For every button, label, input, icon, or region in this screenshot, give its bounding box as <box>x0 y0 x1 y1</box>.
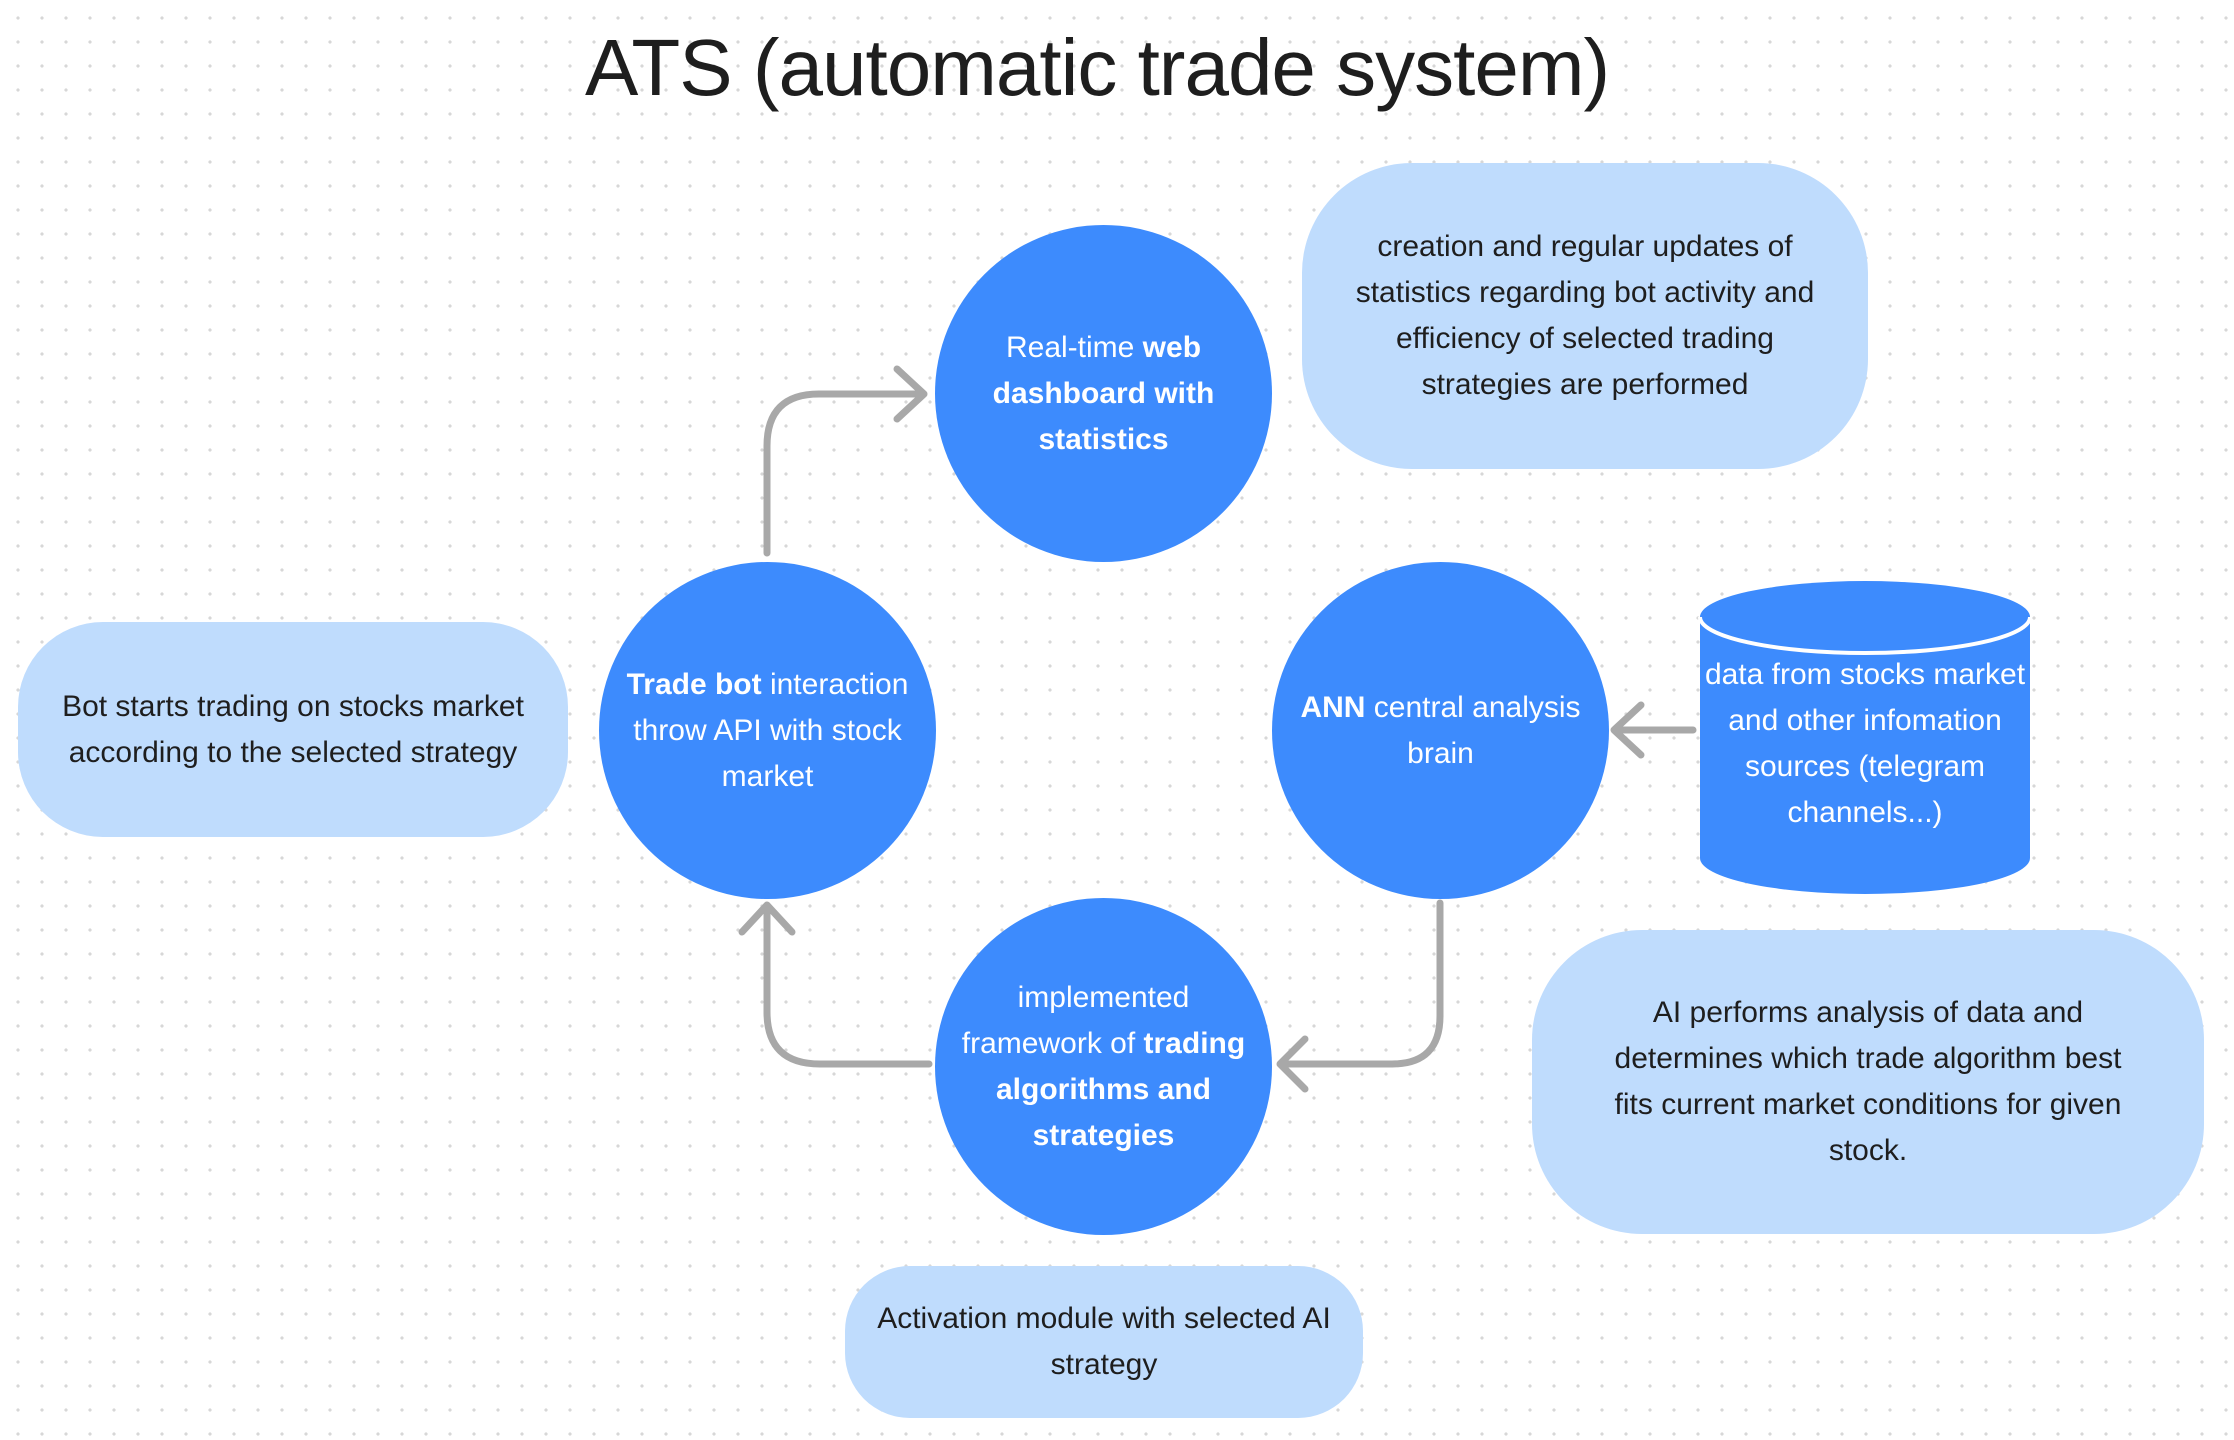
activation-note-text: Activation module with selected AI strat… <box>877 1302 1331 1381</box>
trade-bot-node-text-bold: Trade bot <box>626 667 762 701</box>
ann-node-text-bold: ANN <box>1300 690 1366 724</box>
dashboard-node-text-regular: Real-time <box>1005 330 1143 364</box>
ann-node-text: ANN central analysis brain <box>1296 685 1585 777</box>
arrowhead-trade-bot <box>738 901 796 936</box>
activation-note: Activation module with selected AI strat… <box>845 1266 1363 1418</box>
framework-node-text: implemented framework of trading algorit… <box>959 975 1248 1159</box>
arrowhead-ann <box>1610 701 1645 759</box>
connector-ann-to-framework <box>1279 899 1444 1068</box>
framework-node-text-bold: trading algorithms and strategies <box>995 1026 1246 1152</box>
framework-node-text-regular: implemented framework of <box>961 980 1190 1060</box>
framework-node: implemented framework of trading algorit… <box>935 898 1272 1235</box>
database-cylinder <box>1698 581 2032 894</box>
ann-node: ANN central analysis brain <box>1272 562 1609 899</box>
connector-framework-to-trade-bot <box>763 904 933 1068</box>
ai-analysis-note-text: AI performs analysis of data and determi… <box>1614 996 2122 1167</box>
bot-trading-note: Bot starts trading on stocks market acco… <box>18 622 568 837</box>
ai-analysis-note: AI performs analysis of data and determi… <box>1532 930 2204 1234</box>
arrowhead-framework <box>1276 1035 1309 1093</box>
dashboard-node-text-bold: web dashboard with statistics <box>992 330 1215 456</box>
database-label: data from stocks market and other infoma… <box>1704 658 2026 829</box>
dashboard-node: Real-time web dashboard with statistics <box>935 225 1272 562</box>
trade-bot-node-text: Trade bot interaction throw API with sto… <box>623 662 912 800</box>
trade-bot-node-text-regular: interaction throw API with stock market <box>633 667 909 793</box>
bot-trading-note-text: Bot starts trading on stocks market acco… <box>62 689 524 769</box>
trade-bot-node: Trade bot interaction throw API with sto… <box>599 562 936 899</box>
statistics-note: creation and regular updates of statisti… <box>1302 163 1868 469</box>
arrowhead-dashboard <box>893 365 928 423</box>
statistics-note-text: creation and regular updates of statisti… <box>1355 230 1815 401</box>
diagram-title: ATS (automatic trade system) <box>585 23 1610 112</box>
ann-node-text-regular: central analysis brain <box>1365 690 1581 770</box>
dashboard-node-text: Real-time web dashboard with statistics <box>959 325 1248 463</box>
connector-trade-bot-to-dashboard <box>763 390 924 557</box>
